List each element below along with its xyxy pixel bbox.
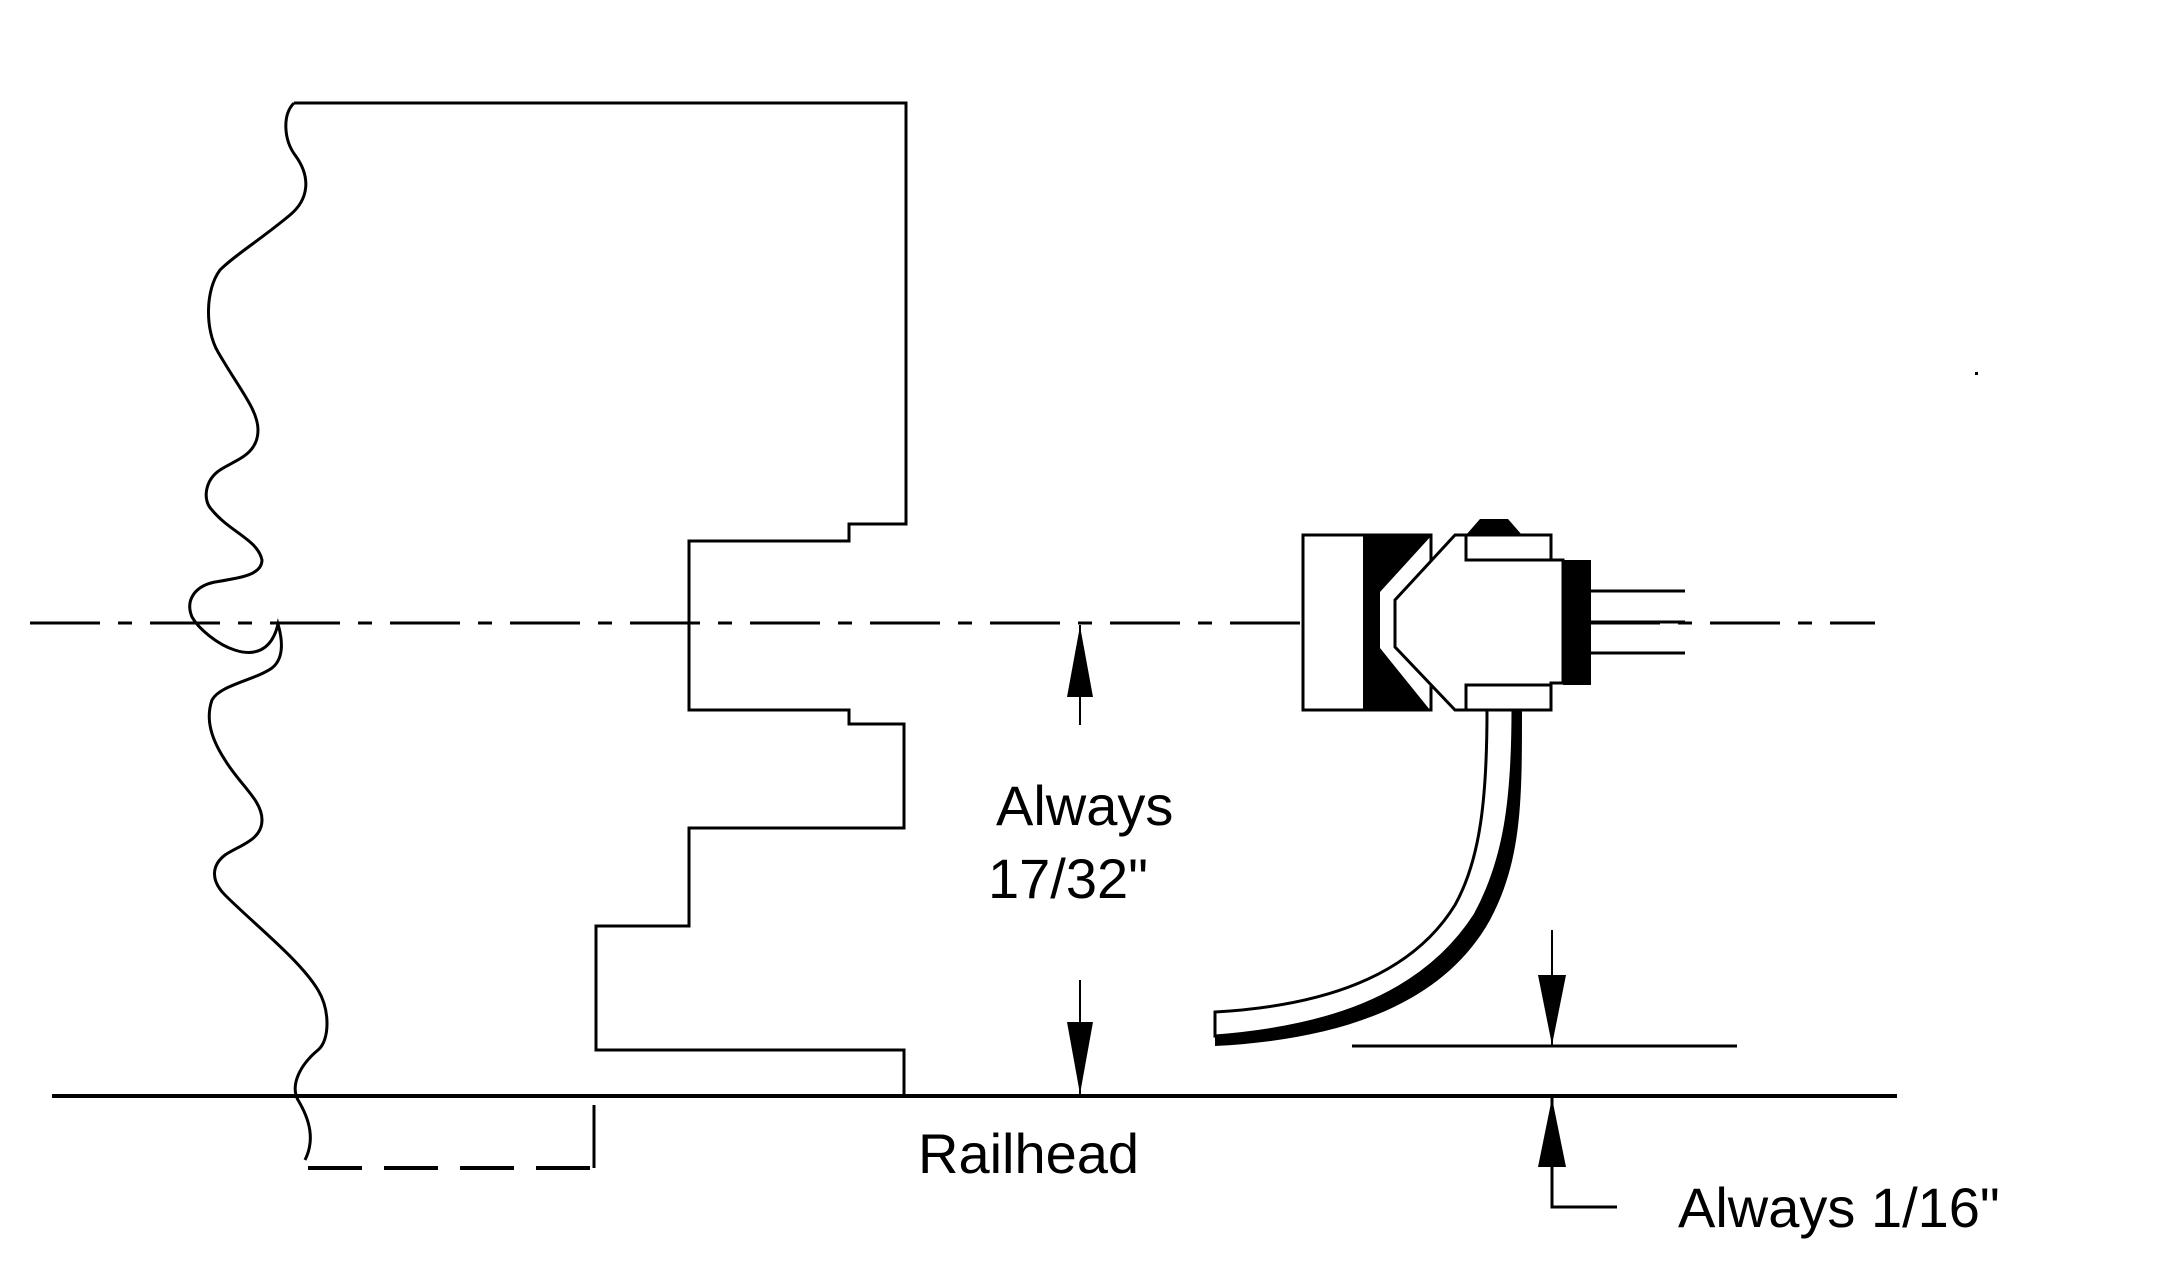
clearance-down-arrow-icon [1538, 975, 1566, 1045]
coupler-head [1301, 519, 1685, 712]
speck-mark [1975, 372, 1978, 375]
coupler-rear-plate [1563, 560, 1591, 685]
break-line [188, 101, 329, 1161]
railhead-label: Railhead [918, 1122, 1140, 1185]
coupler-black-wedge [1363, 535, 1432, 710]
height-dim-down-arrow-icon [1067, 1022, 1093, 1094]
trip-pin-body [1213, 708, 1515, 1038]
coupler-top-block [1464, 533, 1553, 562]
coupler-bottom-block [1464, 683, 1553, 712]
gauge-profile-outline [294, 101, 908, 1096]
coupler-top-nub [1466, 519, 1522, 535]
height-dim-up-arrow-icon [1067, 626, 1093, 697]
height-label-line1: Always [996, 774, 1174, 837]
trip-pin-shadow [1215, 710, 1522, 1046]
height-label-line2: 17/32" [988, 847, 1149, 910]
clearance-leader-line [1550, 1098, 1617, 1209]
clearance-label: Always 1/16" [1678, 1176, 2000, 1239]
trip-pin [1213, 708, 1522, 1046]
